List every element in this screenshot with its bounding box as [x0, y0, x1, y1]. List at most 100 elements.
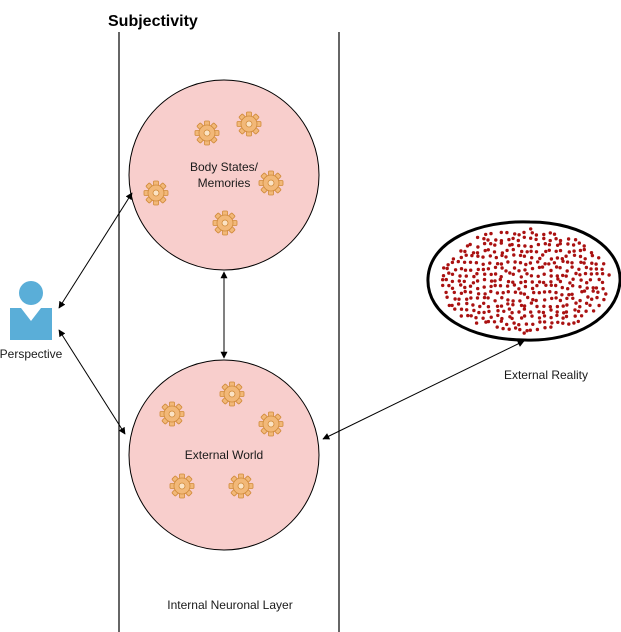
particle-dot [512, 321, 516, 325]
particle-dot [555, 256, 560, 260]
particle-dot [500, 296, 504, 300]
particle-dot [453, 297, 457, 301]
particle-dot [469, 296, 473, 300]
particle-dot [495, 325, 499, 329]
particle-dot [518, 253, 523, 258]
particle-dot [482, 285, 486, 289]
particle-dot [586, 295, 590, 299]
particle-dot [602, 297, 606, 302]
particle-dot [517, 243, 521, 248]
particle-dot [549, 268, 553, 273]
particle-dot [589, 251, 594, 255]
particle-dot [565, 303, 569, 307]
particle-dot [554, 237, 558, 241]
particle-dot [549, 280, 553, 284]
particle-dot [535, 304, 539, 309]
particle-dot [499, 319, 503, 323]
particle-dot [561, 304, 565, 308]
particle-dot [500, 316, 504, 321]
particle-dot [543, 242, 547, 246]
particle-dot [560, 285, 564, 290]
particle-dot [564, 310, 569, 314]
particle-dot [500, 266, 504, 270]
particle-dot [471, 303, 475, 307]
particle-dot [504, 269, 508, 273]
user-icon[interactable] [10, 281, 52, 340]
particle-dot [547, 243, 552, 247]
particle-dot [564, 274, 568, 278]
particle-dot [476, 245, 480, 249]
particle-dot [444, 290, 448, 295]
particle-dot [482, 241, 487, 246]
particle-dot [463, 285, 467, 290]
particle-dot [530, 256, 534, 260]
external-world-node[interactable]: External World [128, 359, 320, 551]
particle-dot [601, 287, 605, 291]
particle-dot [572, 249, 576, 253]
particle-dot [578, 254, 583, 259]
particle-dot [591, 309, 596, 313]
external-reality-node[interactable] [426, 220, 621, 342]
particle-dot [554, 249, 558, 253]
particle-dot [475, 272, 479, 276]
particle-dot [518, 327, 522, 332]
particle-dot [518, 261, 523, 265]
particle-dot [450, 303, 454, 308]
particle-dot [550, 296, 554, 301]
particle-dot [471, 281, 476, 285]
particle-dot [517, 310, 521, 314]
particle-dot [562, 311, 566, 315]
particle-dot [493, 283, 497, 288]
particle-dot [466, 313, 470, 318]
particle-dot [486, 296, 490, 300]
particle-dot [498, 284, 503, 288]
particle-dot [572, 321, 576, 325]
particle-dot [566, 237, 571, 241]
particle-dot [482, 277, 487, 282]
particle-dot [519, 280, 523, 285]
particle-dot [537, 291, 541, 295]
particle-dot [558, 238, 563, 243]
particle-dot [465, 308, 469, 312]
particle-dot [502, 309, 506, 313]
particle-dot [537, 265, 542, 270]
particle-dot [505, 248, 509, 253]
particle-dot [571, 284, 575, 288]
particle-dot [524, 322, 529, 326]
particle-dot [519, 275, 523, 279]
particle-dot [506, 279, 511, 284]
particle-dot [530, 280, 534, 284]
particle-dot [572, 253, 577, 257]
particle-dot [565, 260, 570, 264]
particle-dot [456, 259, 460, 264]
particle-dot [590, 297, 594, 301]
particle-dot [444, 277, 448, 282]
body-states-node[interactable]: Body States/ Memories [128, 79, 320, 271]
particle-dot [481, 255, 485, 259]
particle-dot [558, 248, 563, 253]
particle-dot [537, 280, 542, 284]
particle-dot [564, 314, 569, 319]
particle-dot [508, 271, 512, 275]
particle-dot [525, 250, 529, 254]
particle-dot [549, 257, 554, 261]
particle-dot [530, 314, 534, 318]
particle-dot [536, 260, 540, 264]
particle-dot [537, 316, 542, 320]
particle-dot [450, 272, 455, 276]
particle-dot [530, 231, 534, 235]
particle-dot [459, 283, 463, 287]
particle-dot [475, 296, 480, 300]
particle-dot [570, 265, 574, 269]
particle-dot [511, 236, 515, 241]
particle-dot [561, 321, 565, 325]
particle-dot [452, 290, 456, 295]
particle-dot [530, 266, 535, 271]
particle-dot [464, 274, 468, 278]
particle-dot [511, 280, 515, 284]
particle-dot [540, 265, 545, 269]
particle-dot [534, 237, 538, 242]
particle-dot [459, 314, 463, 318]
body-states-label-2: Memories [198, 176, 251, 190]
particle-dot [555, 243, 560, 247]
